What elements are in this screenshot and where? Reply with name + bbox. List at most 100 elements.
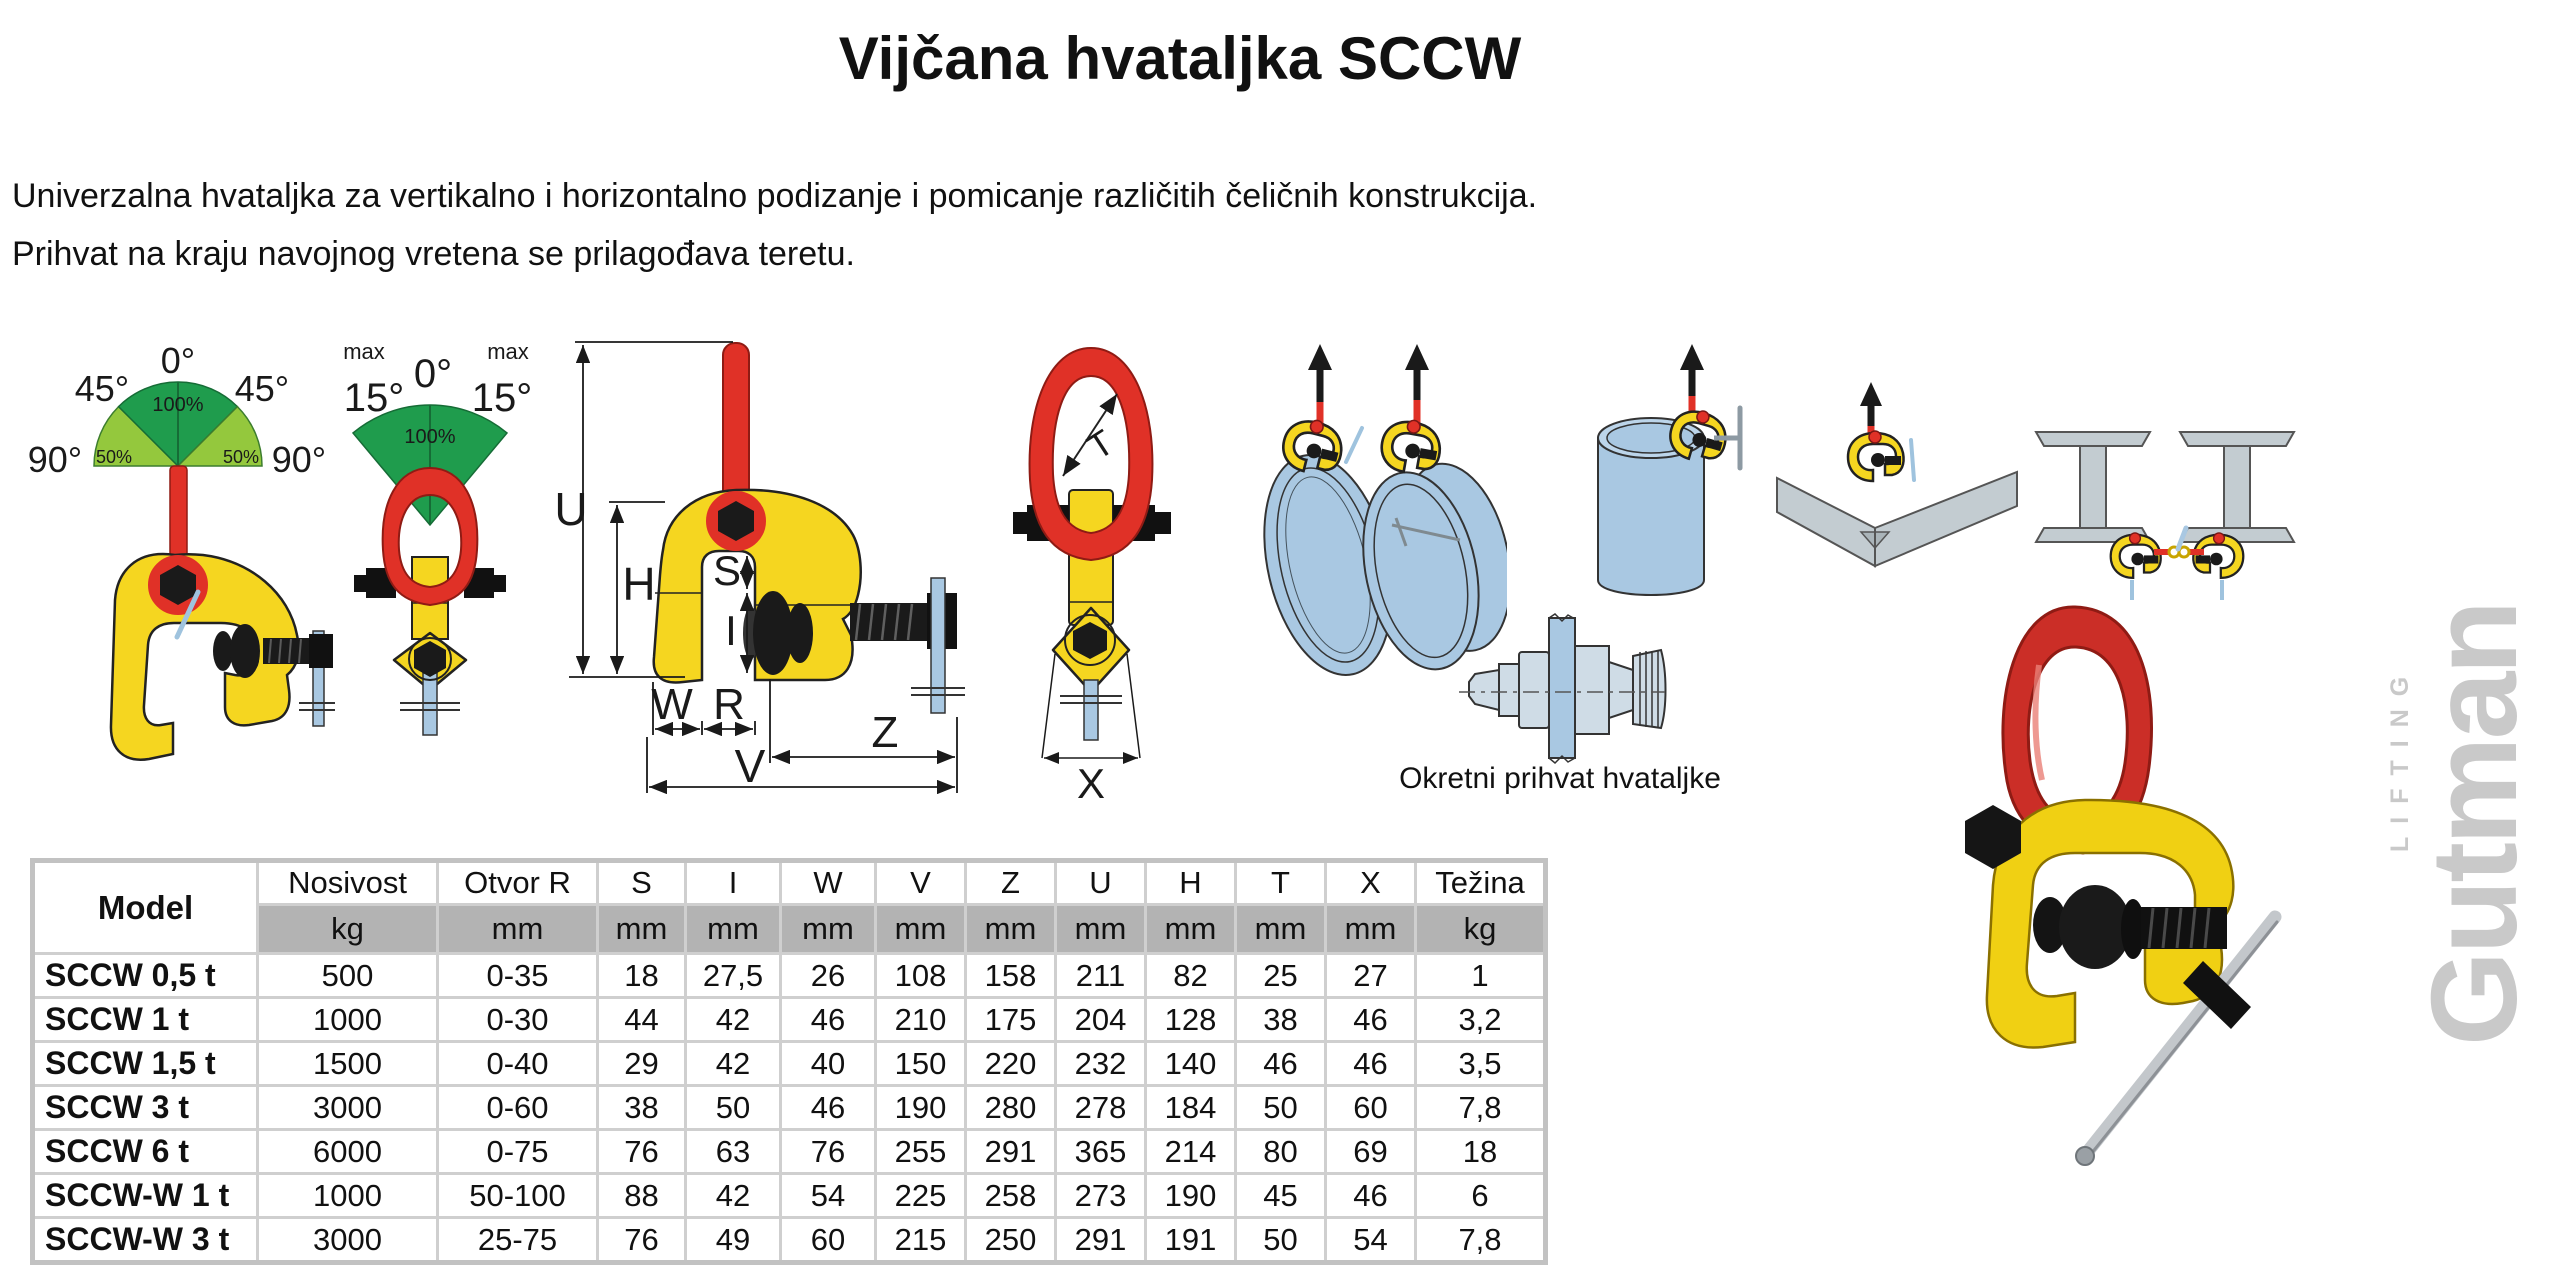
screw-thread-dim (850, 603, 928, 641)
model-cell: SCCW 3 t (31, 1084, 259, 1131)
value-cell: 0-40 (436, 1040, 599, 1087)
label-50pct-right: 50% (223, 447, 259, 467)
dim-label-s: S (713, 547, 741, 594)
dimension-lines (569, 341, 958, 795)
hex-bolt (160, 565, 196, 605)
unit-header: mm (1234, 903, 1327, 955)
ibeam-left (2034, 431, 2152, 543)
ibeam-right (2178, 431, 2296, 543)
label-90deg-right: 90° (272, 439, 326, 480)
value-cell: 258 (964, 1172, 1057, 1219)
model-cell: SCCW 1 t (31, 996, 259, 1043)
product-description: Univerzalna hvataljka za vertikalno i ho… (12, 168, 1537, 284)
photo-pad-knob (2059, 885, 2131, 969)
label-max-left: max (343, 339, 385, 364)
value-cell: 29 (596, 1040, 687, 1087)
page-title: Vijčana hvataljka SCCW (838, 25, 1522, 92)
hex-front2 (1073, 622, 1107, 659)
hex-bolt-dim (718, 501, 754, 541)
value-cell: 0-35 (436, 952, 599, 999)
value-cell: 108 (874, 952, 967, 999)
unit-header: mm (436, 903, 599, 955)
description-line-2: Prihvat na kraju navojnog vretena se pri… (12, 234, 855, 273)
lift-arrow (1680, 344, 1704, 370)
value-cell: 232 (1054, 1040, 1147, 1087)
unit-header: mm (1144, 903, 1237, 955)
unit-header: mm (874, 903, 967, 955)
value-cell: 250 (964, 1216, 1057, 1264)
value-cell: 0-60 (436, 1084, 599, 1131)
value-cell: 204 (1054, 996, 1147, 1043)
value-cell: 365 (1054, 1128, 1147, 1175)
value-cell: 7,8 (1414, 1084, 1547, 1131)
value-cell: 46 (779, 1084, 877, 1131)
label-45deg-right: 45° (235, 368, 289, 409)
lift-arrow (1860, 382, 1882, 406)
value-cell: 7,8 (1414, 1216, 1547, 1264)
value-cell: 220 (964, 1040, 1057, 1087)
column-header: S (596, 859, 687, 906)
column-header: H (1144, 859, 1237, 906)
value-cell: 158 (964, 952, 1057, 999)
value-cell: 3000 (256, 1084, 439, 1131)
label-tilt-100pct: 100% (404, 426, 455, 448)
column-header: Otvor R (436, 859, 599, 906)
column-header: W (779, 859, 877, 906)
dim-label-r: R (713, 680, 745, 729)
swivel-caption: Okretni prihvat hvataljke (1399, 762, 1721, 795)
value-cell: 76 (779, 1128, 877, 1175)
value-cell: 190 (1144, 1172, 1237, 1219)
photo-hex-bolt (1965, 805, 2021, 869)
diagram-angle-gauge-side-view: 0° 45° 45° 90° 90° 100% 50% 50% (28, 340, 335, 761)
value-cell: 18 (1414, 1128, 1547, 1175)
tommy-bar (312, 630, 325, 727)
value-cell: 1 (1414, 952, 1547, 999)
value-cell: 225 (874, 1172, 967, 1219)
logo-gutman-text: Gutman (2406, 603, 2542, 1046)
label-15deg-right: 15° (472, 376, 533, 420)
value-cell: 280 (964, 1084, 1057, 1131)
value-cell: 76 (596, 1216, 687, 1264)
column-header: V (874, 859, 967, 906)
value-cell: 25 (1234, 952, 1327, 999)
beam-plate-right (1874, 470, 2018, 568)
tommy-bar-dim (930, 577, 946, 714)
value-cell: 0-30 (436, 996, 599, 1043)
value-cell: 26 (779, 952, 877, 999)
photo-clamp-body (1985, 798, 2235, 1049)
value-cell: 46 (1324, 1172, 1417, 1219)
value-cell: 42 (684, 996, 782, 1043)
value-cell: 175 (964, 996, 1057, 1043)
value-cell: 6000 (256, 1128, 439, 1175)
swivel-pin-through (1391, 523, 1461, 542)
illustration-pipe-lift (1362, 344, 1507, 671)
value-cell: 60 (1324, 1084, 1417, 1131)
value-cell: 128 (1144, 996, 1237, 1043)
screw-nut (309, 634, 333, 668)
value-cell: 27,5 (684, 952, 782, 999)
value-cell: 69 (1324, 1128, 1417, 1175)
eye-stem (722, 342, 750, 504)
value-cell: 1000 (256, 996, 439, 1043)
dim-label-z: Z (872, 708, 899, 757)
column-header: Z (964, 859, 1057, 906)
value-cell: 46 (1234, 1040, 1327, 1087)
knurled-knob (1632, 648, 1667, 730)
screw-pin2 (1083, 679, 1099, 741)
product-photo (1965, 605, 2282, 1166)
label-0deg: 0° (161, 340, 195, 381)
value-cell: 6 (1414, 1172, 1547, 1219)
unit-header: mm (964, 903, 1057, 955)
value-cell: 278 (1054, 1084, 1147, 1131)
value-cell: 25-75 (436, 1216, 599, 1264)
dim-label-h: H (622, 558, 655, 610)
value-cell: 3,5 (1414, 1040, 1547, 1087)
